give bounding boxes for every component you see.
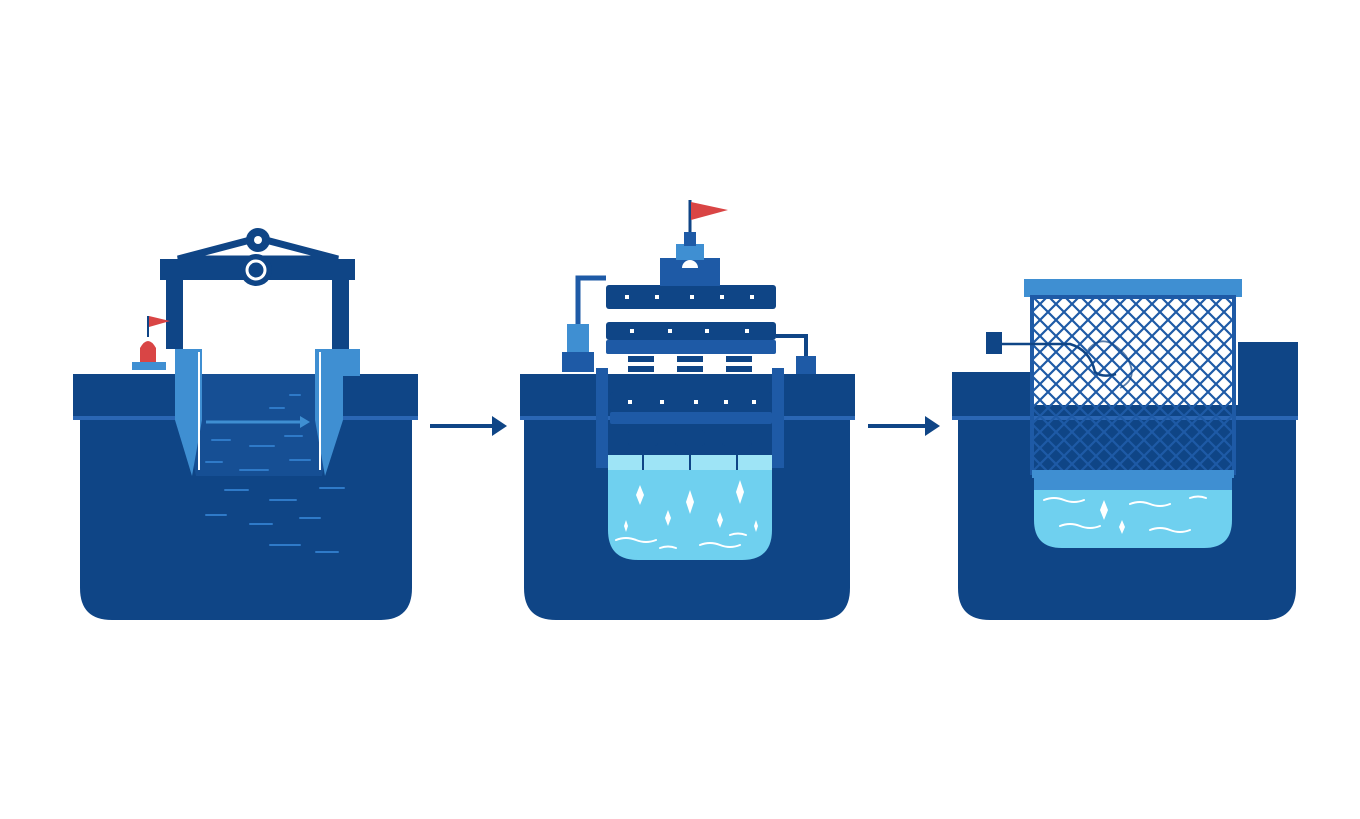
gate-wheel-ring — [245, 259, 267, 281]
flow-arrow-1 — [430, 416, 507, 436]
buoy-base — [132, 362, 166, 370]
outlet-pipe — [776, 334, 808, 358]
gate-pulley-top-hub — [254, 236, 262, 244]
sensor-cable — [1002, 342, 1117, 377]
flow-arrow-1-head — [492, 416, 507, 436]
inner-flow-arrow-head — [300, 416, 310, 428]
press-springs — [628, 356, 752, 382]
sensor-cable-loop — [1087, 340, 1133, 389]
press-nozzles — [628, 430, 752, 470]
flag-2 — [691, 202, 728, 220]
tank-3-water — [1034, 478, 1232, 548]
tank-3-sparkles — [1100, 500, 1125, 534]
tank-2-ripples — [615, 532, 747, 549]
mesh-bottom-bar — [1032, 470, 1234, 478]
tank-1-channel — [176, 374, 342, 476]
press-crown-window — [682, 260, 698, 268]
tank-2-wall-left — [596, 368, 608, 468]
gate-post-right — [332, 279, 349, 349]
tank-3-water-band — [1034, 478, 1232, 490]
outlet-valve — [796, 356, 816, 374]
flow-arrow-2-head — [925, 416, 940, 436]
sensor-box — [986, 332, 1002, 354]
tank-1-water-ripples — [205, 394, 345, 553]
inlet-valve-base — [562, 352, 594, 372]
flow-arrow-2 — [868, 416, 940, 436]
press-crown-top — [676, 244, 704, 260]
gate-post-left — [166, 279, 183, 349]
sluice-blade-right — [315, 349, 360, 476]
tank-2-sparkles — [624, 480, 758, 532]
press-plate-lower — [610, 392, 772, 412]
press-plate-mid — [606, 322, 776, 340]
tank-3-ripples — [1043, 495, 1207, 533]
sluice-blade-left — [175, 349, 202, 476]
stage-2-filter-press-icon — [520, 200, 855, 620]
tank-2-wall-right — [772, 368, 784, 468]
stage-1-gate-tank-icon — [73, 228, 418, 620]
mesh-screen — [1030, 295, 1236, 475]
press-crown-cap — [684, 232, 696, 246]
inlet-pipe — [575, 275, 606, 324]
press-plate-mid-2 — [606, 340, 776, 354]
flag-1 — [149, 316, 170, 327]
stage-3-mesh-screen-icon — [952, 279, 1298, 620]
mesh-top-bar — [1024, 279, 1242, 297]
gate-wheel — [240, 254, 272, 286]
inlet-valve — [567, 324, 589, 354]
press-plate-lower-2 — [610, 412, 772, 424]
buoy — [140, 341, 156, 362]
plate-markings — [625, 295, 756, 404]
